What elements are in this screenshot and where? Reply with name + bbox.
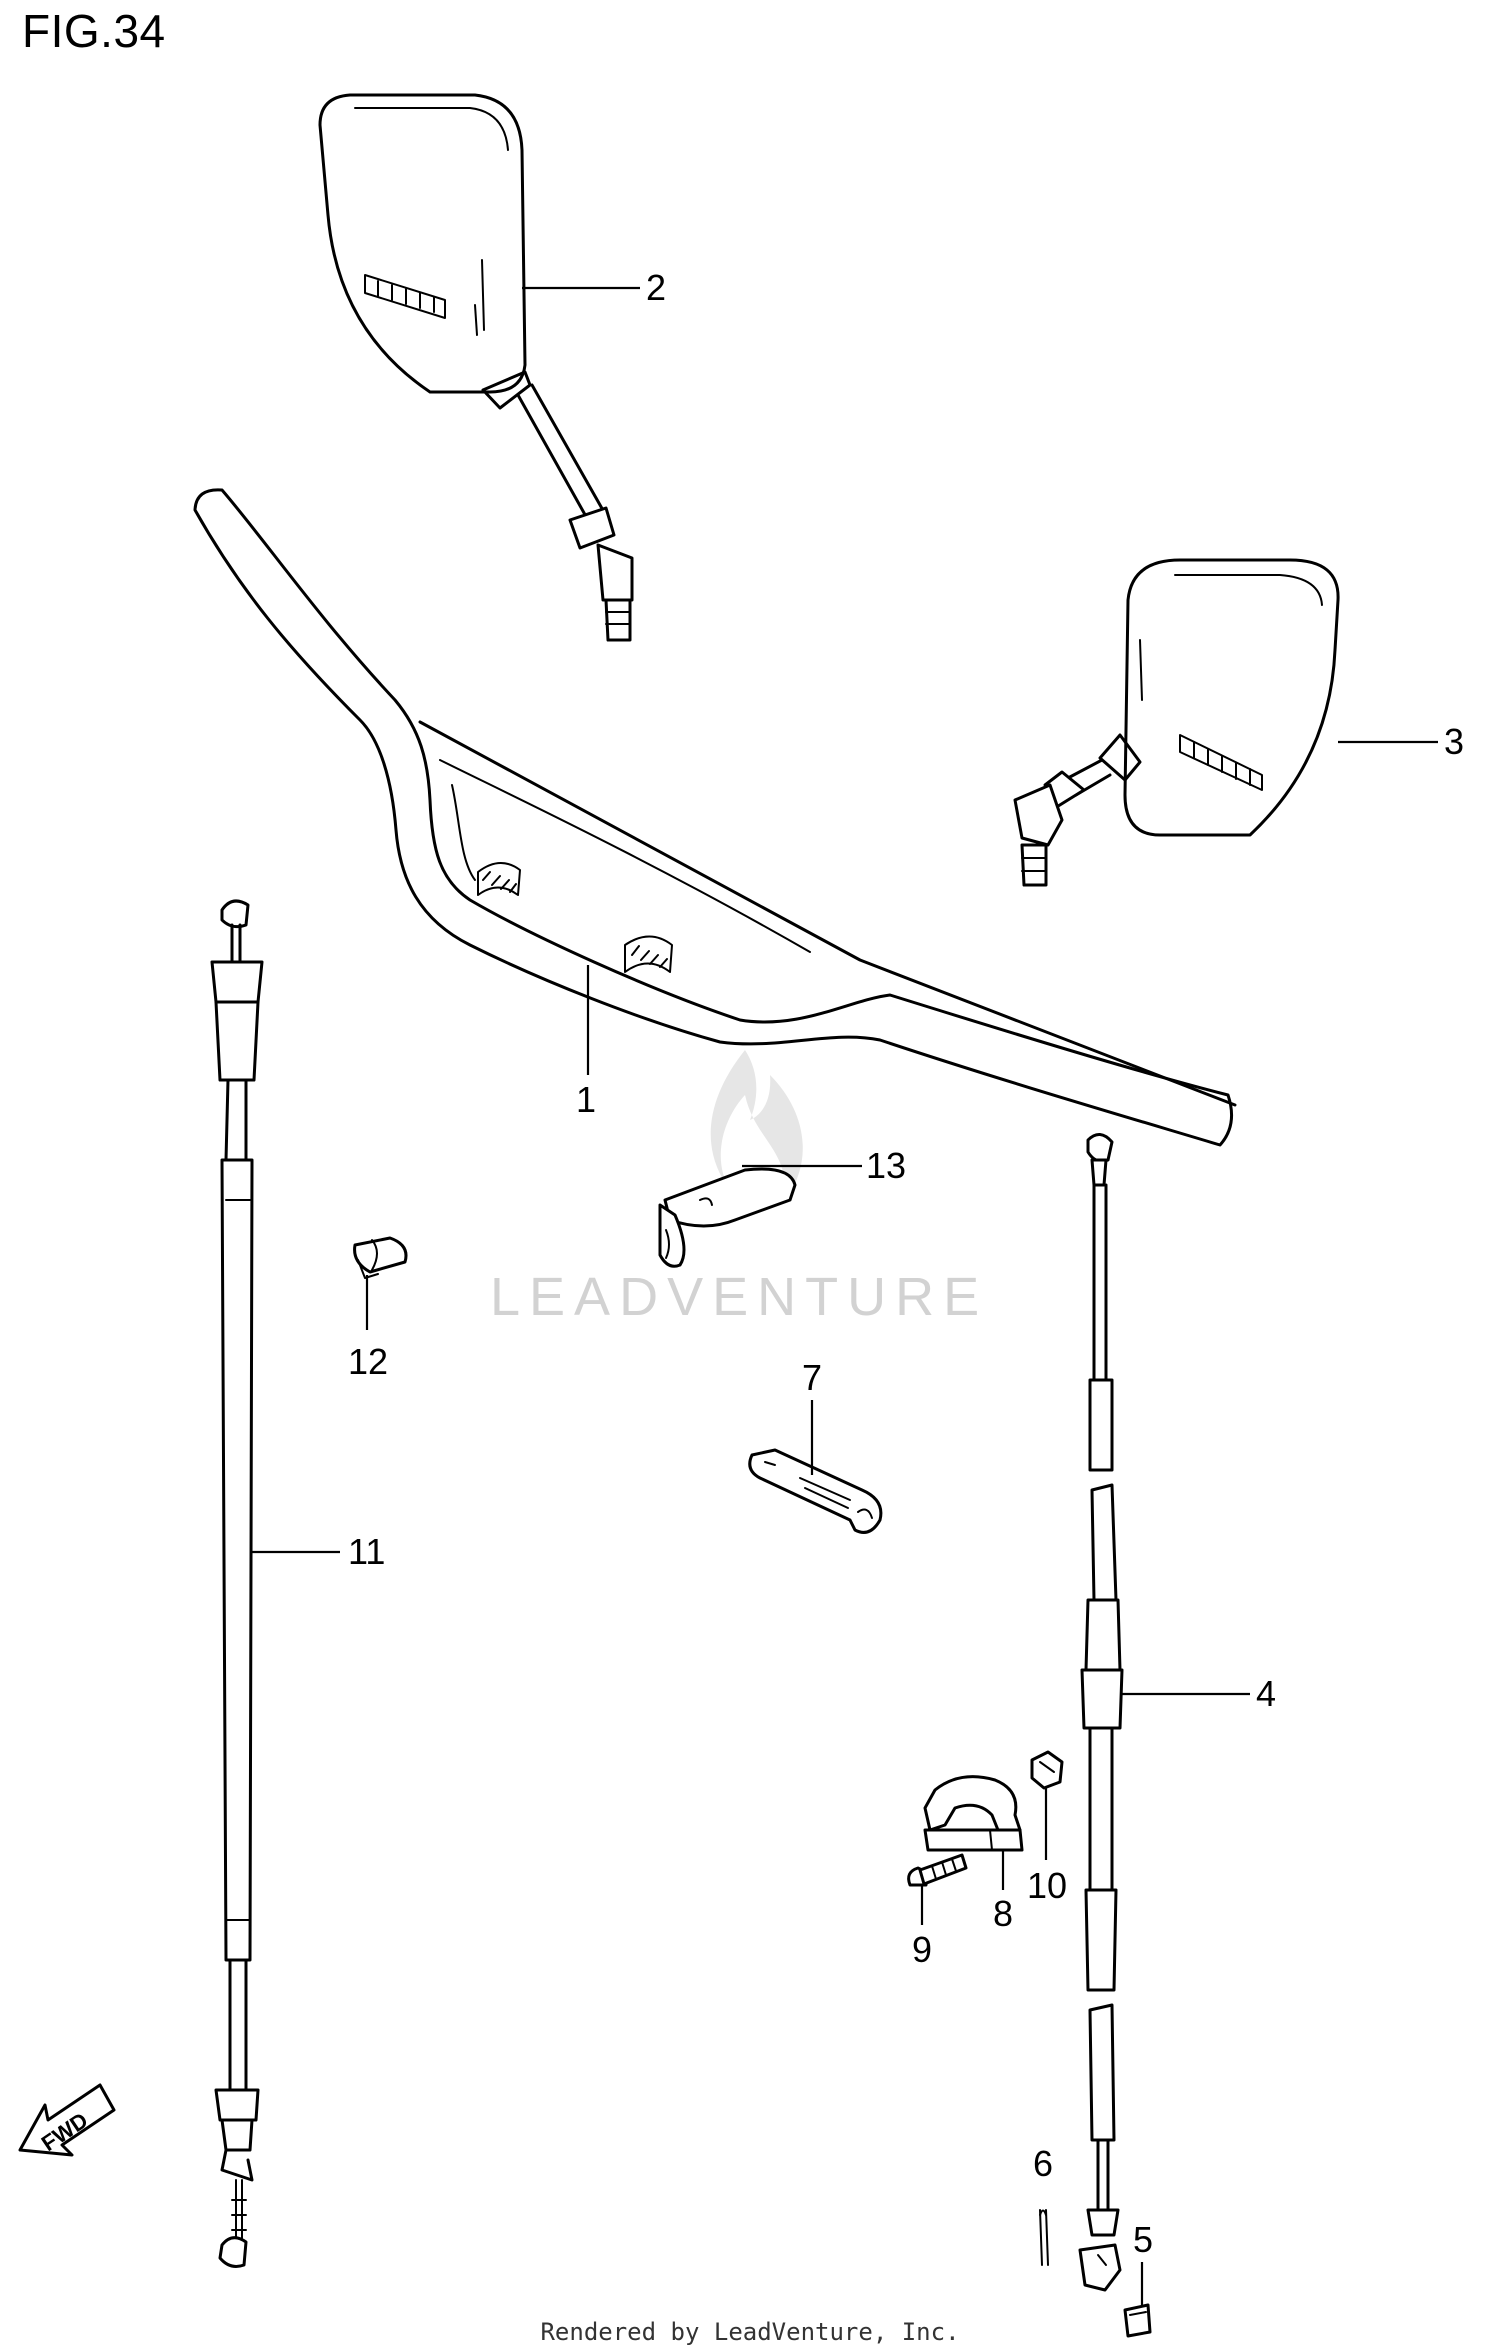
- fwd-arrow-icon: FWD: [18, 2083, 116, 2157]
- small-clip: [353, 1236, 408, 1279]
- handlebar: [193, 488, 1237, 1147]
- callout-7: 7: [802, 1357, 823, 1398]
- callout-9: 9: [912, 1929, 933, 1970]
- cable-right: [1080, 1133, 1124, 2237]
- right-mirror: [1013, 558, 1340, 887]
- suzuki-logo-left: [364, 274, 446, 319]
- plate: [748, 1448, 883, 1534]
- callout-8: 8: [993, 1893, 1014, 1934]
- callout-6: 6: [1033, 2143, 1054, 2184]
- clamp: [923, 1775, 1024, 1852]
- callout-11: 11: [348, 1531, 386, 1572]
- end-fitting: [1078, 2243, 1152, 2338]
- watermark-flame-icon: [710, 1050, 803, 1200]
- callout-12: 12: [348, 1341, 389, 1382]
- callout-1: 1: [576, 1079, 597, 1120]
- cable-left: [210, 899, 264, 2268]
- callout-5: 5: [1133, 2219, 1154, 2260]
- figure-title: FIG.34: [22, 5, 166, 57]
- callout-3: 3: [1444, 721, 1465, 762]
- leader-lines: [252, 286, 1438, 2305]
- handlebar-grip-knurl: [477, 862, 673, 973]
- left-mirror: [318, 93, 634, 642]
- callout-2: 2: [646, 267, 667, 308]
- callout-13: 13: [866, 1145, 907, 1186]
- bracket: [658, 1167, 797, 1268]
- watermark-text: LEADVENTURE: [490, 1267, 989, 1327]
- pin: [1039, 2209, 1049, 2266]
- footer-credit: Rendered by LeadVenture, Inc.: [540, 2318, 960, 2346]
- callout-4: 4: [1256, 1673, 1277, 1714]
- suzuki-logo-right: [1179, 734, 1263, 791]
- callout-10: 10: [1027, 1865, 1068, 1906]
- screw: [907, 1853, 968, 1887]
- nut: [1030, 1750, 1064, 1790]
